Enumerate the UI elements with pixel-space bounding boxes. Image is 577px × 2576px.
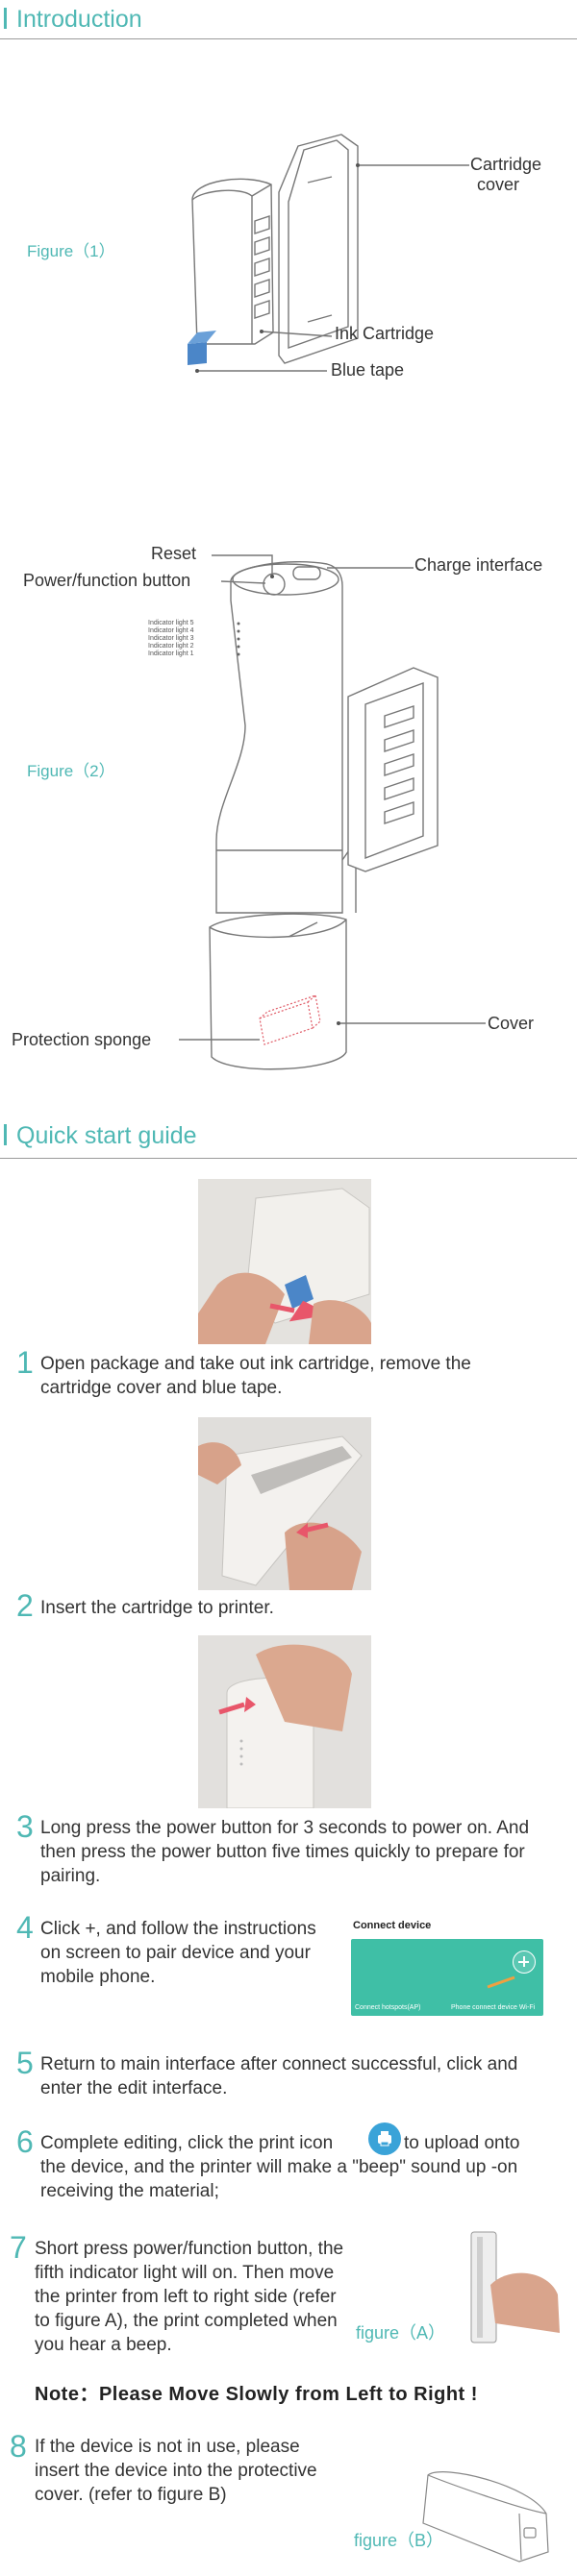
section-divider [0,1158,577,1159]
figure-2-label: Figure（2） [27,762,115,780]
step-6-text-b: to upload onto the device, and the print… [40,2133,520,2201]
figure-1-drawing [188,134,469,373]
figure-b-drawing [422,2471,549,2563]
indicator-light-2: Indicator light 2 [148,643,194,650]
step-number: 3 [16,1809,34,1844]
callout-blue-tape: Blue tape [331,360,405,380]
option-phone-connect-wifi[interactable]: Phone connect device Wi-Fi [451,2004,536,2011]
step-2-text: Insert the cartridge to printer. [40,1598,274,1618]
step-2-photo [198,1417,371,1590]
step-7-text: Short press power/function button, the f… [35,2239,344,2355]
callout-cover: cover [477,175,520,194]
figure-2-drawing [179,554,486,1070]
step-6-text-a: Complete editing, click the print icon [40,2133,334,2153]
option-connect-hotspots[interactable]: Connect hotspots(AP) [355,2004,421,2011]
note-text: Note：Please Move Slowly from Left to Rig… [35,2384,478,2405]
plus-icon[interactable] [513,1950,536,1974]
step-4-text: Click +, and follow the instructions on … [40,1919,316,1987]
title-bar [4,8,7,29]
callout-ink-cartridge: Ink Cartridge [335,324,435,343]
indicator-light-1: Indicator light 1 [148,650,194,657]
figure-b-label: figure（B） [354,2531,444,2550]
indicator-light-5: Indicator light 5 [148,620,194,626]
step-number: 7 [10,2230,27,2265]
figure-a-label: figure（A） [356,2323,446,2343]
step-1-photo [198,1179,371,1344]
indicator-light-4: Indicator light 4 [148,627,194,634]
step-number: 5 [16,2046,34,2080]
title-bar [4,1124,7,1145]
step-number: 6 [16,2124,34,2159]
printer-icon[interactable] [368,2122,401,2155]
figure-1-label: Figure（1） [27,242,115,260]
step-number: 8 [10,2429,27,2464]
step-5-text: Return to main interface after connect s… [40,2054,518,2098]
callout-protection-sponge: Protection sponge [12,1030,152,1049]
step-3-text: Long press the power button for 3 second… [40,1818,530,1886]
figure-a-drawing [470,2231,560,2343]
callout-cover-figure2: Cover [488,1014,535,1033]
indicator-light-3: Indicator light 3 [148,635,194,642]
callout-power-function-button: Power/function button [23,571,191,590]
callout-cartridge: Cartridge [470,155,542,174]
connect-device-card[interactable]: Connect hotspots(AP) Phone connect devic… [351,1939,543,2016]
orange-arrow [487,1975,515,1989]
step-1-text: Open package and take out ink cartridge,… [40,1354,471,1398]
step-number: 4 [16,1910,34,1945]
callout-reset: Reset [151,544,197,563]
section-title-quick-start: Quick start guide [0,1122,197,1150]
callout-charge-interface: Charge interface [414,555,543,575]
step-number: 1 [16,1345,34,1380]
step-3-photo [198,1635,371,1808]
step-number: 2 [16,1588,34,1623]
section-divider [0,38,577,39]
section-title-introduction: Introduction [0,6,142,34]
app-card-title: Connect device [353,1920,432,1931]
step-8-text: If the device is not in use, please inse… [35,2437,317,2505]
